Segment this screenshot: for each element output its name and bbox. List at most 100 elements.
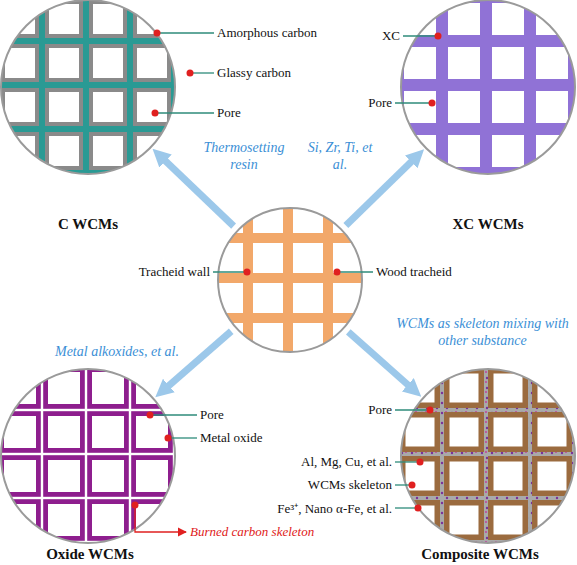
pore bbox=[333, 283, 363, 313]
glassy-carbon bbox=[221, 176, 259, 214]
burned-skeleton-line bbox=[85, 369, 87, 543]
pore bbox=[213, 243, 243, 273]
pore bbox=[293, 323, 323, 353]
pore bbox=[173, 283, 203, 313]
callout-label: Pore bbox=[217, 105, 241, 121]
edge-label: Thermosetting resin bbox=[196, 140, 292, 174]
pore bbox=[224, 548, 256, 565]
glassy-carbon bbox=[1, 44, 39, 82]
burned-skeleton-line bbox=[217, 369, 219, 543]
pore bbox=[253, 363, 283, 393]
burned-skeleton-line bbox=[1, 365, 175, 367]
pore bbox=[494, 418, 523, 447]
pore bbox=[373, 283, 403, 313]
pore bbox=[136, 460, 168, 492]
glassy-carbon bbox=[177, 44, 215, 82]
callout-label: Pore bbox=[368, 95, 392, 111]
leader-line bbox=[157, 32, 214, 33]
skeleton-wall bbox=[444, 368, 484, 408]
glassy-carbon bbox=[89, 176, 127, 214]
pore bbox=[93, 180, 123, 210]
pore bbox=[293, 283, 323, 313]
pore bbox=[253, 243, 283, 273]
pore bbox=[181, 224, 211, 254]
callout-dot bbox=[415, 505, 422, 512]
pore bbox=[253, 283, 283, 313]
pore bbox=[450, 418, 479, 447]
circle-outline bbox=[401, 0, 575, 174]
callout-label: Fe³⁺, Nano α-Fe, et al. bbox=[277, 499, 392, 517]
leader-line bbox=[395, 409, 430, 410]
circle-outline bbox=[1, 0, 175, 174]
pore bbox=[293, 243, 323, 273]
carbon-wcm-circle: C WCMs bbox=[1, 0, 175, 174]
skeleton-wall bbox=[576, 500, 577, 540]
pore bbox=[450, 506, 479, 535]
pore bbox=[4, 372, 36, 404]
pore bbox=[538, 506, 567, 535]
callout-dot bbox=[435, 33, 442, 40]
pore bbox=[48, 504, 80, 536]
pore bbox=[5, 224, 35, 254]
process-arrow bbox=[348, 332, 409, 386]
pore bbox=[538, 550, 567, 565]
cell-grid bbox=[0, 277, 263, 565]
wall-fill bbox=[1, 0, 175, 174]
callout-dot bbox=[427, 407, 434, 414]
callout-label: Wood tracheid bbox=[376, 264, 452, 280]
callout-dot bbox=[409, 482, 416, 489]
pore bbox=[494, 506, 523, 535]
callout-label: Burned carbon skeleton bbox=[190, 524, 314, 540]
callout-dot bbox=[244, 269, 251, 276]
leader-line bbox=[155, 112, 214, 113]
burned-skeleton-line bbox=[1, 409, 175, 411]
pore bbox=[48, 416, 80, 448]
circle-outline bbox=[218, 208, 362, 352]
callout-dot bbox=[429, 100, 436, 107]
pore bbox=[136, 416, 168, 448]
pore bbox=[93, 92, 123, 122]
circle-outline bbox=[401, 369, 575, 543]
pore bbox=[137, 180, 167, 210]
burned-skeleton-line bbox=[1, 497, 175, 499]
pore bbox=[5, 48, 35, 78]
pore bbox=[92, 504, 124, 536]
callout-dot bbox=[187, 70, 194, 77]
glassy-carbon bbox=[133, 88, 171, 126]
skeleton-wall bbox=[356, 412, 396, 452]
pore bbox=[333, 403, 363, 433]
pore bbox=[5, 92, 35, 122]
skeleton-wall bbox=[488, 500, 528, 540]
pore bbox=[137, 224, 167, 254]
callout-dot bbox=[165, 435, 172, 442]
wall-fill bbox=[401, 0, 575, 174]
leader-line bbox=[403, 35, 438, 36]
panel-title: Oxide WCMs bbox=[46, 546, 134, 563]
pore bbox=[4, 548, 36, 565]
cell-grid bbox=[356, 324, 577, 565]
glassy-carbon bbox=[45, 88, 83, 126]
panel-title: C WCMs bbox=[58, 216, 118, 233]
glassy-carbon bbox=[133, 0, 171, 38]
leader-line bbox=[190, 72, 214, 73]
pore bbox=[173, 203, 203, 233]
leader-line bbox=[135, 505, 186, 532]
pore bbox=[5, 180, 35, 210]
callout-label: WCMs skeleton bbox=[308, 477, 392, 493]
wall-fill bbox=[1, 369, 175, 543]
glassy-carbon bbox=[133, 176, 171, 214]
leader-line bbox=[150, 414, 197, 415]
pore bbox=[293, 363, 323, 393]
pore bbox=[538, 462, 567, 491]
callout-label: Amorphous carbon bbox=[217, 25, 317, 41]
leader-line bbox=[395, 102, 432, 103]
pore bbox=[93, 48, 123, 78]
skeleton-wall bbox=[576, 544, 577, 565]
process-arrow bbox=[167, 331, 231, 387]
skeleton-wall bbox=[532, 456, 572, 496]
pore bbox=[225, 180, 255, 210]
pore bbox=[137, 48, 167, 78]
pore bbox=[4, 328, 36, 360]
